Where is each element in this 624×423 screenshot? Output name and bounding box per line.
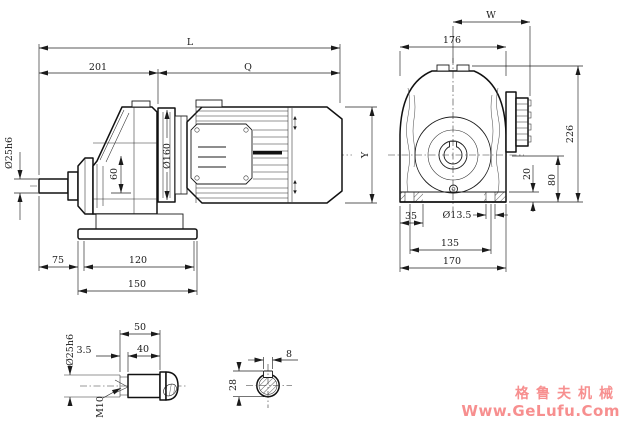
drain-plug (449, 184, 458, 194)
dim-motor-length: Q (244, 62, 252, 73)
base-plate (77, 228, 198, 240)
dim-height-over-key: 28 (228, 379, 239, 391)
nameplate-screw (194, 127, 200, 133)
watermark: 格鲁夫机械 Www.GeLufu.Com (461, 386, 620, 420)
dim-tap-size: M10 (95, 396, 106, 418)
dim-W: W (486, 10, 496, 21)
dim-body-width: 176 (443, 35, 461, 46)
dim-shaft-diameter: Ø25h6 (4, 137, 15, 169)
lifting-lug (436, 64, 450, 72)
nameplate-screw (243, 127, 249, 133)
dim-usable-length: 40 (137, 344, 149, 355)
dim-flange-diameter: Ø160 (162, 143, 173, 169)
gearbox-housing (92, 106, 158, 215)
side-view: L 201 Q Ø25h6 Ø160 60 Y 75 120 150 (4, 37, 377, 295)
fin-shadow (253, 151, 282, 155)
dim-overall-length: L (187, 37, 194, 48)
dim-gear-length: 201 (89, 62, 107, 73)
dim-foot-edge: 35 (405, 211, 417, 222)
nameplate (190, 123, 253, 185)
lifting-lug (456, 64, 470, 72)
dim-height: 226 (565, 125, 576, 143)
dim-axis-drop: 60 (109, 168, 120, 180)
shaft-cylinder (127, 373, 161, 399)
terminal-strip (195, 99, 223, 108)
shaft-collar (67, 171, 79, 201)
dim-foot-holes: 120 (129, 255, 147, 266)
dim-shaft-to-foot: 75 (52, 255, 64, 266)
bearing-cap (77, 157, 94, 215)
motor-flange-stub (505, 91, 517, 153)
dim-base-width: 170 (443, 256, 461, 267)
dim-hole-span: 135 (441, 238, 459, 249)
watermark-brand: 格鲁夫机械 (515, 386, 620, 403)
dim-hole-diameter: Ø13.5 (443, 210, 472, 221)
dim-key-width: 8 (286, 349, 292, 360)
housing-boss (131, 100, 151, 108)
grease-fitting-icon (293, 116, 297, 130)
dim-ext-length: 50 (134, 322, 146, 333)
dim-base-length: 150 (128, 279, 146, 290)
thread-hatch (163, 383, 177, 397)
output-shaft (38, 178, 69, 194)
pedestal (95, 213, 184, 230)
dim-shaft-detail-dia: Ø25h6 (65, 334, 76, 366)
dim-foot-thickness: 20 (522, 168, 533, 180)
watermark-url: Www.GeLufu.Com (461, 401, 620, 420)
nameplate-screw (194, 175, 200, 181)
front-view: W 176 226 20 80 35 Ø13.5 135 170 (388, 10, 583, 272)
dim-groove: 3.5 (76, 345, 91, 356)
dim-axis-height: 80 (547, 174, 558, 186)
front-centerlines (388, 58, 524, 212)
key-cross-section: 8 28 (228, 349, 298, 408)
shaft-end-detail: 50 40 3.5 Ø25h6 M10 (64, 322, 188, 418)
shaft-end-washer (159, 371, 167, 401)
nameplate-screw (243, 175, 249, 181)
grease-fitting-icon (293, 180, 297, 194)
dim-motor-height: Y (360, 151, 371, 159)
